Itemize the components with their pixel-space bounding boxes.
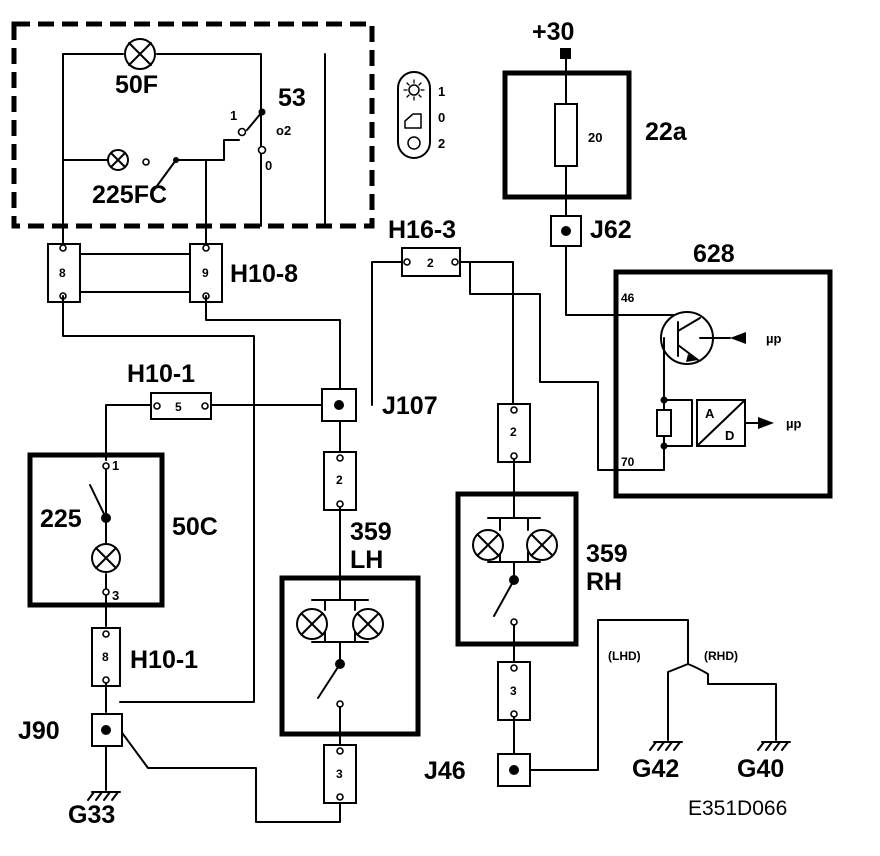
g42-label: G42 — [632, 755, 679, 783]
headlamp-lh-box — [279, 575, 421, 737]
fuse-22a-box — [502, 70, 632, 200]
ecu-up-output: µp — [786, 416, 801, 431]
switch-53-pos0: 0 — [265, 158, 272, 173]
wire-225fc-right — [175, 139, 240, 161]
ecu-ad-a: A — [705, 406, 715, 421]
lh-number: 359 — [350, 518, 392, 546]
lamp-225 — [91, 543, 121, 573]
wire-h16-to-rh — [457, 261, 514, 406]
ecu-up-input: µp — [766, 331, 781, 346]
h10-1-low-pin: 8 — [102, 650, 109, 664]
light-switch-knob — [397, 71, 431, 159]
lamp-225fc-label: 225FC — [92, 181, 167, 209]
rh-side: RH — [586, 568, 622, 596]
ecu-628-label: 628 — [693, 240, 735, 268]
wire-h16-to-j107 — [371, 261, 405, 406]
h10-1-top-pin: 5 — [175, 400, 182, 414]
h10-8-pin9: 9 — [202, 266, 209, 280]
lamp-225fc — [107, 149, 179, 191]
diagram-reference: E351D066 — [688, 797, 787, 820]
lh-pin-top: 2 — [336, 473, 343, 487]
h10-8-pin8: 8 — [59, 266, 66, 280]
switch-50c-p1: 1 — [112, 458, 119, 473]
ecu-pin70: 70 — [621, 455, 635, 469]
connector-h10-1-top — [150, 392, 212, 420]
lh-side: LH — [350, 546, 383, 574]
knob-pos1: 1 — [438, 84, 445, 99]
j62-label: J62 — [590, 216, 632, 244]
h16-3-pin: 2 — [427, 256, 434, 270]
headlamp-rh-box — [455, 491, 579, 647]
switch-50c-box — [27, 452, 165, 608]
wire-h101-bus — [105, 404, 341, 461]
wire-pin8-to-j90 — [62, 295, 255, 703]
h10-8-label: H10-8 — [230, 260, 298, 288]
fuse-rating: 20 — [588, 130, 602, 145]
ecu-pin46: 46 — [621, 291, 635, 305]
lh-pin-bot: 3 — [336, 767, 343, 781]
h10-1-low-label: H10-1 — [130, 646, 198, 674]
h10-1-top-label: H10-1 — [127, 360, 195, 388]
wire-rhd-branch — [687, 663, 777, 741]
wire-module-loop — [62, 53, 262, 247]
h16-3-label: H16-3 — [388, 216, 456, 244]
headlamp-lh-bulbs — [296, 599, 384, 749]
wire-pin9-to-j107 — [205, 295, 341, 393]
knob-pos0: 0 — [438, 110, 445, 125]
wire-h16-to-ecu70 — [457, 261, 665, 471]
lamp-50f-label: 50F — [115, 71, 158, 99]
plus30-terminal — [560, 48, 571, 59]
ecu-resistor-ad — [656, 396, 774, 471]
wire-lhd-branch — [667, 663, 689, 741]
off-icon — [407, 136, 421, 150]
switch-53 — [237, 108, 267, 155]
splice-j90 — [91, 713, 123, 747]
ecu-transistor — [660, 311, 746, 401]
g40-label: G40 — [737, 755, 784, 783]
fuse-20a — [554, 103, 578, 167]
j90-label: J90 — [18, 717, 60, 745]
switch-50c-p3: 3 — [112, 588, 119, 603]
plus30-label: +30 — [532, 18, 574, 46]
connector-h10-8 — [47, 243, 223, 303]
sidelight-icon — [404, 113, 422, 129]
fuse-22a-label: 22a — [645, 118, 688, 146]
ground-g33-icon — [87, 791, 121, 801]
rh-number: 359 — [586, 540, 628, 568]
knob-pos2: 2 — [438, 136, 445, 151]
switch-50c-label: 50C — [172, 513, 218, 541]
switch-53-pos2: o2 — [276, 123, 291, 138]
connector-h16-3 — [401, 247, 461, 277]
switch-53-label: 53 — [278, 84, 306, 112]
sun-icon — [408, 84, 420, 96]
rhd-label: (RHD) — [704, 649, 738, 663]
j46-label: J46 — [424, 757, 466, 785]
headlamp-rh-bulbs — [472, 517, 558, 665]
j107-label: J107 — [382, 392, 438, 420]
rh-pin-top: 2 — [510, 425, 517, 439]
ground-g42-icon — [649, 741, 683, 751]
ecu-628-box — [613, 269, 833, 499]
g33-label: G33 — [68, 801, 115, 829]
rh-pin-bot: 3 — [510, 684, 517, 698]
switch-53-pos1: 1 — [230, 108, 237, 123]
lamp-50f — [124, 38, 156, 70]
ground-g40-icon — [757, 741, 791, 751]
lamp-225-label: 225 — [40, 505, 82, 533]
instrument-module-outline — [11, 21, 375, 229]
lhd-label: (LHD) — [608, 649, 641, 663]
wire-j46-to-ground — [529, 619, 689, 771]
ecu-ad-d: D — [725, 428, 734, 443]
wire-j62-to-ecu — [565, 245, 683, 316]
